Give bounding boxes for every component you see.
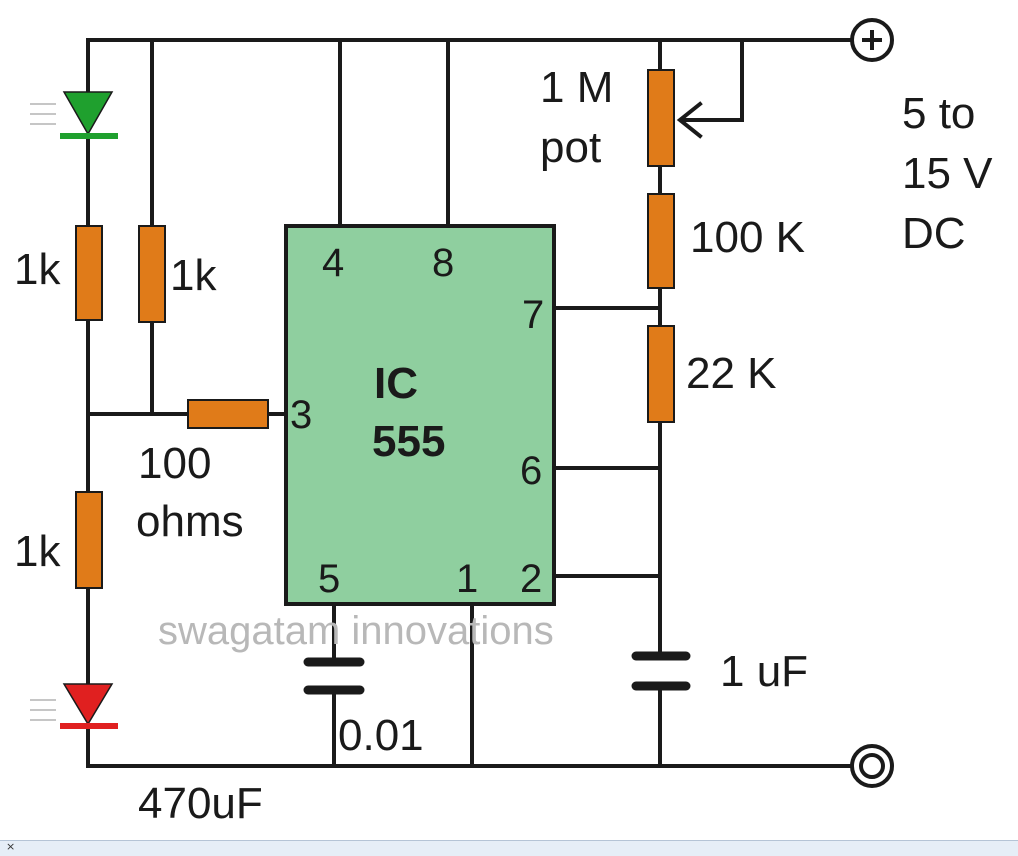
ic-part-number: 555 [372, 417, 445, 466]
resistor-1k-top-right [138, 225, 166, 323]
resistor-100-ohms-label-line1: 100 [138, 439, 211, 488]
pin-4-label: 4 [322, 241, 344, 285]
resistor-22k [647, 325, 675, 423]
resistor-1k-top-right-label: 1k [170, 251, 217, 300]
pin-7-label: 7 [522, 293, 544, 337]
watermark: swagatam innovations [158, 609, 554, 653]
capacitor-0-01-label: 0.01 [338, 711, 424, 760]
close-icon[interactable]: × [6, 840, 16, 853]
resistor-22k-label: 22 K [686, 349, 777, 398]
pot-label-line2: pot [540, 123, 601, 172]
ic-555-body [284, 224, 556, 606]
capacitor-470uf-label: 470uF [138, 779, 263, 828]
ground-terminal-icon [850, 744, 894, 788]
wires [86, 38, 854, 768]
supply-label-line2: 15 V [902, 149, 993, 198]
capacitor-0-01 [303, 657, 365, 695]
pin-2-label: 2 [520, 557, 542, 601]
resistor-1k-bottom-label: 1k [14, 527, 61, 576]
supply-label-line3: DC [902, 209, 966, 258]
pin-1-label: 1 [456, 557, 478, 601]
red-led-icon [30, 683, 118, 729]
resistor-1k-top-left-label: 1k [14, 245, 61, 294]
pin-6-label: 6 [520, 449, 542, 493]
ic-title: IC [374, 359, 418, 408]
green-led-icon [30, 91, 118, 139]
status-bar: × [0, 840, 1018, 856]
pin-5-label: 5 [318, 557, 340, 601]
positive-terminal-icon [850, 18, 894, 62]
pot-label-line1: 1 M [540, 63, 613, 112]
capacitor-1uf [631, 651, 691, 691]
potentiometer-1m [647, 69, 675, 167]
pin-8-label: 8 [432, 241, 454, 285]
resistor-100k-label: 100 K [690, 213, 805, 262]
supply-label-line1: 5 to [902, 89, 975, 138]
pin-3-label: 3 [290, 393, 312, 437]
resistor-1k-bottom [75, 491, 103, 589]
resistor-1k-top-left [75, 225, 103, 321]
capacitor-1uf-label: 1 uF [720, 647, 808, 696]
resistor-100k [647, 193, 675, 289]
resistor-100-ohms-label-line2: ohms [136, 497, 244, 546]
resistor-100-ohms [187, 399, 269, 429]
